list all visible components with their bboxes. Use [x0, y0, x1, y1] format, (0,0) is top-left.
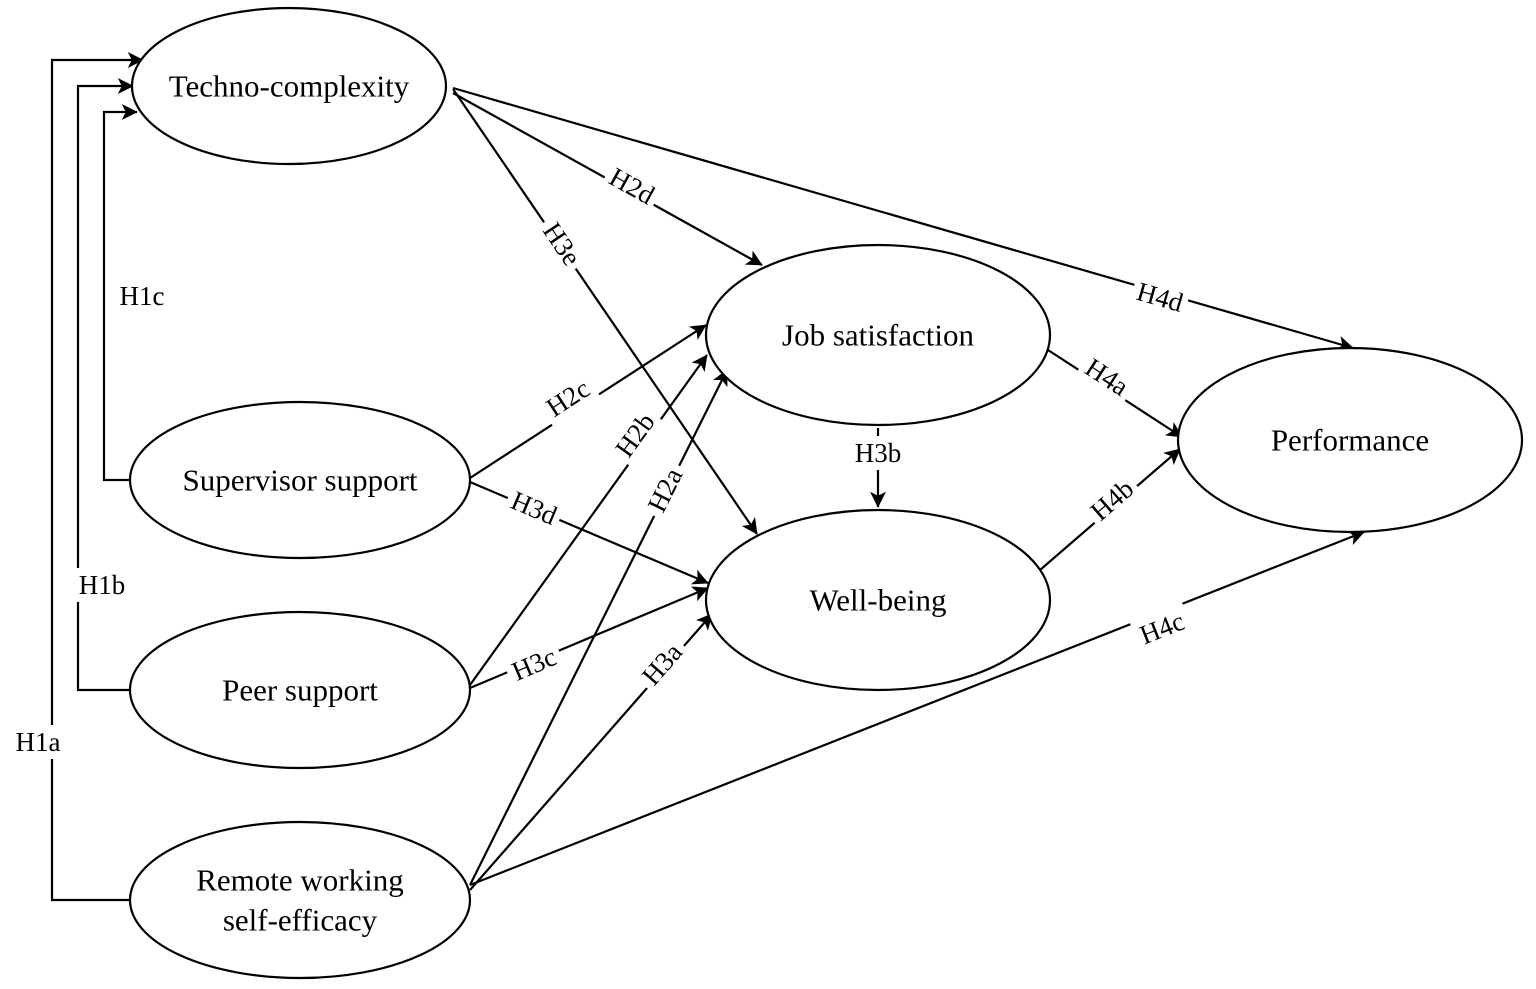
- node-label-remote-working-line-1: Remote working: [196, 863, 404, 898]
- node-label-techno-complexity: Techno-complexity: [169, 69, 410, 104]
- edge-label-h1b: H1b: [79, 570, 126, 600]
- node-ellipse-job-satisfaction: [704, 243, 1052, 427]
- node-job-satisfaction: Job satisfaction: [704, 243, 1052, 427]
- labels-layer: H1aH1bH1cH2aH2bH2cH2dH3aH3bH3cH3dH3eH4aH…: [10, 157, 1195, 759]
- node-peer-support: Peer support: [128, 610, 472, 770]
- node-label-performance: Performance: [1271, 423, 1429, 458]
- edge-label-group-h4c: H4c: [1129, 601, 1195, 655]
- edge-label-background: [604, 402, 666, 468]
- edge-label-group-h2c: H2c: [535, 368, 601, 428]
- edge-label-background: [501, 481, 567, 535]
- node-ellipse-well-being: [704, 508, 1052, 692]
- edge-h4c: [469, 530, 1365, 887]
- edge-h2a: [469, 369, 728, 886]
- edge-label-group-h4b: H4b: [1079, 468, 1145, 532]
- edge-label-background: [1079, 468, 1145, 532]
- edge-label-background: [74, 568, 130, 602]
- edge-label-h1a: H1a: [16, 727, 61, 757]
- edge-line-h1a: [50, 52, 144, 902]
- edge-label-group-h3d: H3d: [501, 481, 567, 535]
- node-ellipse-peer-support: [128, 610, 472, 770]
- node-ellipse-supervisor-support: [128, 400, 472, 560]
- edge-label-background: [1129, 601, 1195, 655]
- edge-label-group-h3e: H3e: [532, 211, 592, 277]
- node-label-job-satisfaction: Job satisfaction: [782, 318, 974, 353]
- node-ellipse-performance: [1176, 346, 1524, 534]
- edge-label-group-h2b: H2b: [604, 402, 666, 468]
- edge-label-group-h4a: H4a: [1074, 347, 1140, 407]
- edge-label-background: [10, 725, 66, 759]
- edge-label-group-h4d: H4d: [1128, 272, 1192, 322]
- edge-label-group-h1c: H1c: [114, 279, 170, 313]
- edge-line-h4d: [452, 86, 1354, 352]
- edge-h1b: [76, 78, 134, 692]
- edge-line-h1c: [102, 104, 138, 482]
- edge-label-background: [599, 157, 665, 215]
- node-ellipse-techno-complexity: [130, 6, 448, 166]
- node-ellipse-remote-working: [128, 820, 472, 980]
- edge-label-background: [850, 436, 906, 470]
- edge-label-background: [114, 279, 170, 313]
- edge-label-background: [630, 631, 694, 697]
- node-label-well-being: Well-being: [810, 583, 947, 618]
- edge-label-background: [1074, 347, 1140, 407]
- edge-h2b: [469, 354, 708, 686]
- edge-label-group-h3b: H3b: [850, 436, 906, 470]
- node-performance: Performance: [1176, 346, 1524, 534]
- node-supervisor-support: Supervisor support: [128, 400, 472, 560]
- edge-line-h4c: [469, 530, 1365, 887]
- edge-h1a: [50, 52, 144, 902]
- edge-label-background: [637, 457, 693, 523]
- node-label-supervisor-support: Supervisor support: [182, 463, 417, 498]
- edge-label-background: [535, 368, 601, 428]
- node-techno-complexity: Techno-complexity: [130, 6, 448, 166]
- node-well-being: Well-being: [704, 508, 1052, 692]
- edge-label-group-h3a: H3a: [630, 631, 694, 697]
- edge-h1c: [102, 104, 138, 482]
- edge-label-h4d: H4d: [1134, 276, 1187, 318]
- edge-h3e: [452, 88, 758, 535]
- edge-label-group-h1b: H1b: [74, 568, 130, 602]
- edge-label-background: [532, 211, 592, 277]
- edge-label-background: [501, 637, 567, 691]
- edge-label-background: [1128, 272, 1192, 322]
- edge-label-group-h1a: H1a: [10, 725, 66, 759]
- node-label-peer-support: Peer support: [222, 673, 378, 708]
- edge-line-h2b: [469, 354, 708, 686]
- edge-h4d: [452, 86, 1354, 352]
- edge-label-group-h3c: H3c: [501, 637, 567, 691]
- edge-line-h3e: [452, 88, 758, 535]
- node-label-remote-working-line-2: self-efficacy: [223, 903, 378, 938]
- edge-line-h1b: [76, 78, 134, 692]
- edge-label-h3b: H3b: [855, 438, 902, 468]
- edge-line-h2a: [469, 369, 728, 886]
- edge-label-h1c: H1c: [120, 281, 165, 311]
- node-remote-working: Remote working self-efficacy: [128, 820, 472, 980]
- edge-label-group-h2a: H2a: [637, 457, 693, 523]
